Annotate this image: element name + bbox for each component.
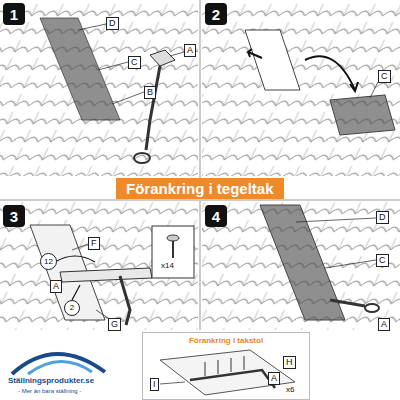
part-letter: F [88, 237, 100, 250]
part-letter: D [106, 17, 119, 30]
part-letter: H [283, 356, 296, 369]
step-number: 1 [10, 6, 18, 23]
step-number: 2 [212, 6, 220, 23]
logo-text: Ställningsprodukter.se [8, 377, 94, 385]
part-letter: B [144, 86, 156, 99]
part-letter: A [378, 318, 390, 331]
step-badge: 3 [3, 205, 25, 227]
part-letter: I [150, 378, 159, 391]
quantity-label: x14 [160, 262, 175, 270]
part-letter: D [376, 211, 389, 224]
panel-heading: Förankring i takstol [143, 336, 309, 345]
step-badge: 1 [3, 3, 25, 25]
part-letter: A [184, 44, 196, 57]
step-badge: 4 [205, 205, 227, 227]
step-number: 4 [212, 208, 220, 225]
part-letter: G [108, 318, 121, 331]
part-letter: C [128, 56, 141, 69]
title-banner: Förankring i tegeltak [116, 178, 284, 199]
quantity-label: x6 [285, 386, 295, 394]
part-letter: A [50, 280, 62, 293]
step-number: 3 [10, 208, 18, 225]
step-badge: 2 [205, 3, 227, 25]
part-letter: C [378, 70, 391, 83]
callout-number: 2 [64, 300, 80, 316]
part-letter: A [268, 372, 280, 385]
callout-number: 12 [40, 253, 57, 270]
logo-tagline: - Mer än bara ställning - [18, 388, 81, 394]
part-letter: C [376, 254, 389, 267]
